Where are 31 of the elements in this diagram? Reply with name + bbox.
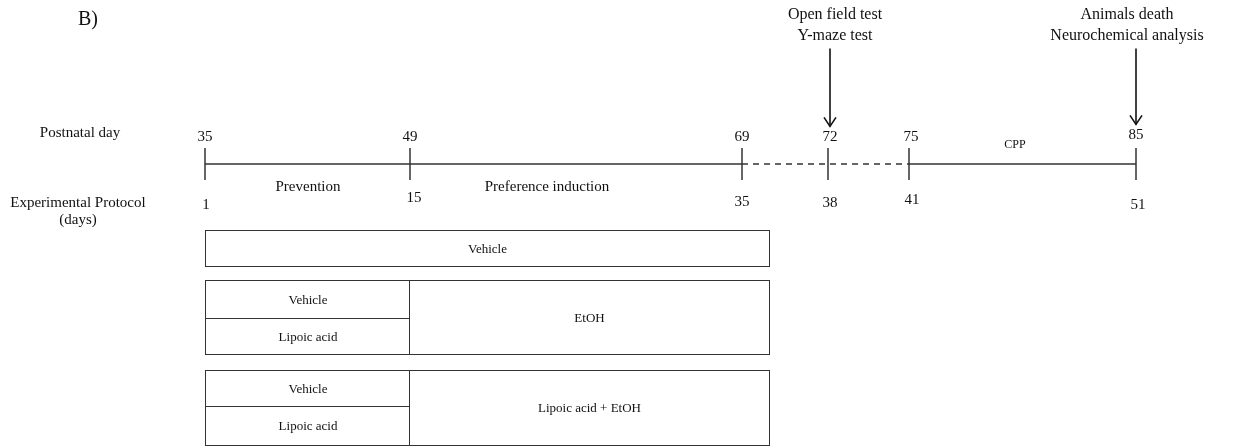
treatment-box: Lipoic acid xyxy=(205,318,411,355)
treatment-box: Vehicle xyxy=(205,280,411,320)
treatment-box: Vehicle xyxy=(205,230,770,267)
arrow xyxy=(1129,47,1143,126)
tick-label: 41 xyxy=(904,191,920,209)
tick-label: 75 xyxy=(903,128,919,146)
annotation-text: Neurochemical analysis xyxy=(1050,24,1204,46)
annotation-text: Y-maze test xyxy=(796,24,874,45)
panel-label: B) xyxy=(78,6,98,30)
phase-label: Preference induction xyxy=(484,178,610,196)
treatment-box: Lipoic acid xyxy=(205,406,411,446)
arrow xyxy=(823,47,837,128)
tick-label: 35 xyxy=(734,193,750,211)
tick-label: 38 xyxy=(822,194,838,212)
annotation-text: Animals death xyxy=(1079,4,1175,24)
annotation-text: Open field test xyxy=(787,4,883,25)
treatment-box: Vehicle xyxy=(205,370,411,408)
tick-label: 1 xyxy=(202,196,210,214)
row-label: Experimental Protocol (days) xyxy=(9,193,147,229)
tick-label: 15 xyxy=(406,189,422,207)
tick-label: 72 xyxy=(822,128,838,146)
treatment-box: EtOH xyxy=(409,280,770,355)
row-label: Postnatal day xyxy=(39,124,121,142)
tick-label: 35 xyxy=(197,128,213,146)
tick-label: 69 xyxy=(734,128,750,146)
tick-label: 49 xyxy=(402,128,418,146)
tick-label: 85 xyxy=(1128,126,1144,144)
phase-label: Prevention xyxy=(275,178,341,196)
tick-label: 51 xyxy=(1130,196,1146,214)
phase-label: CPP xyxy=(1004,138,1026,152)
treatment-box: Lipoic acid + EtOH xyxy=(409,370,770,446)
